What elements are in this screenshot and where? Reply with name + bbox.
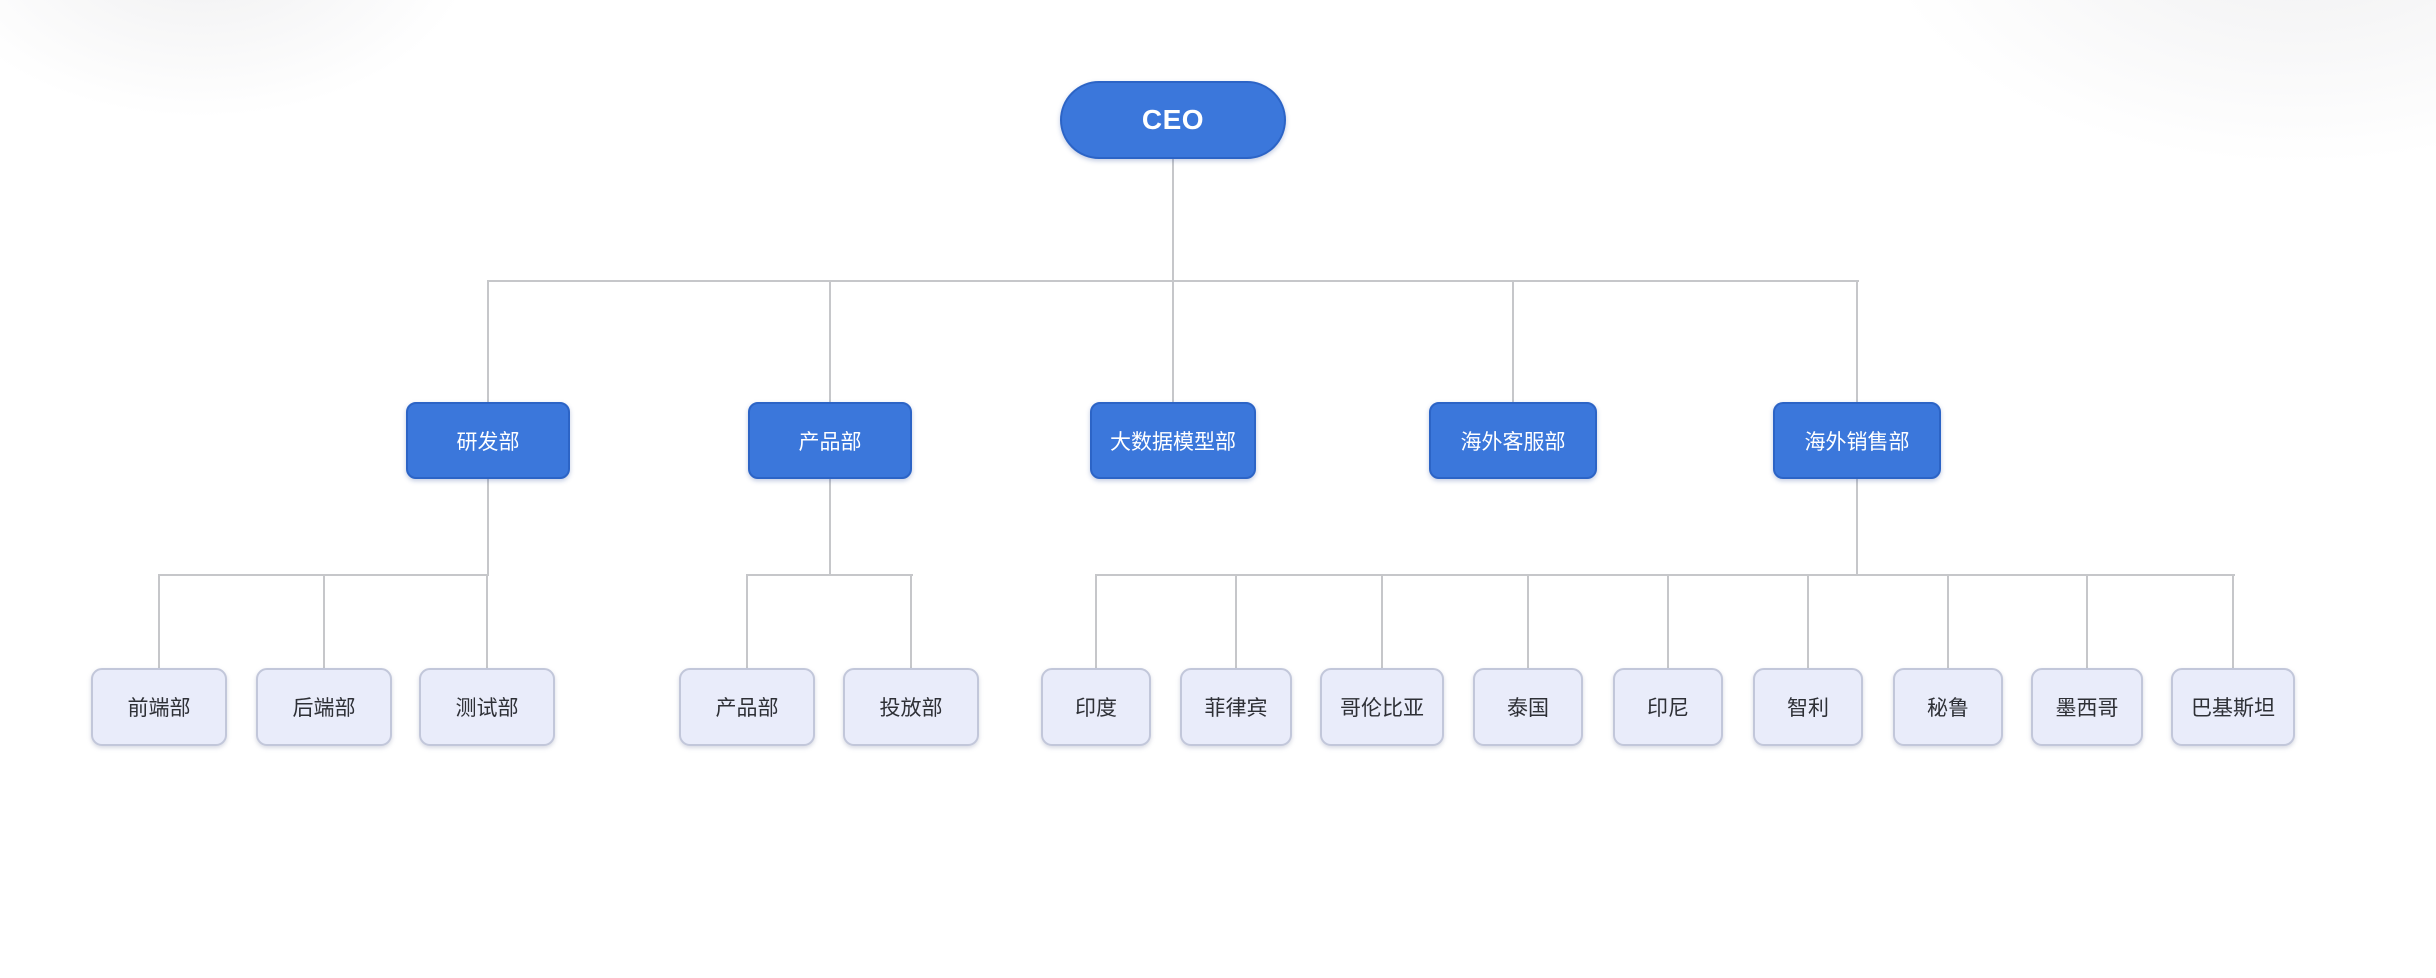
connector-line (158, 575, 160, 668)
connector-line (910, 575, 912, 668)
connector-line (1172, 281, 1174, 402)
dept-node-overseas-sales[interactable]: 海外销售部 (1773, 402, 1941, 479)
team-node-backend[interactable]: 后端部 (256, 668, 392, 746)
connector-line (487, 281, 489, 402)
corner-shade-top-right (1880, 0, 2436, 160)
dept-node-bigdata-model[interactable]: 大数据模型部 (1090, 402, 1256, 479)
connector-line (1381, 575, 1383, 668)
region-node-chile[interactable]: 智利 (1753, 668, 1863, 746)
connector-line (1527, 575, 1529, 668)
team-node-ad-delivery[interactable]: 投放部 (843, 668, 979, 746)
connector-line (829, 479, 831, 575)
region-node-pakistan[interactable]: 巴基斯坦 (2171, 668, 2295, 746)
connector-line (486, 575, 488, 668)
connector-line (1856, 281, 1858, 402)
connector-line (323, 575, 325, 668)
connector-line (746, 575, 748, 668)
connector-line (2232, 575, 2234, 668)
connector-line (1667, 575, 1669, 668)
team-node-product[interactable]: 产品部 (679, 668, 815, 746)
region-node-thailand[interactable]: 泰国 (1473, 668, 1583, 746)
team-node-testing[interactable]: 测试部 (419, 668, 555, 746)
dept-node-overseas-support[interactable]: 海外客服部 (1429, 402, 1597, 479)
region-node-peru[interactable]: 秘鲁 (1893, 668, 2003, 746)
corner-shade-top-left (0, 0, 480, 120)
connector-line (487, 479, 489, 575)
region-node-colombia[interactable]: 哥伦比亚 (1320, 668, 1444, 746)
ceo-node[interactable]: CEO (1060, 81, 1286, 159)
team-node-frontend[interactable]: 前端部 (91, 668, 227, 746)
dept-node-rnd[interactable]: 研发部 (406, 402, 570, 479)
connector-line (829, 281, 831, 402)
connector-line (1095, 574, 2235, 576)
connector-line (1947, 575, 1949, 668)
connector-line (1172, 159, 1174, 281)
region-node-india[interactable]: 印度 (1041, 668, 1151, 746)
region-node-indonesia[interactable]: 印尼 (1613, 668, 1723, 746)
dept-node-product[interactable]: 产品部 (748, 402, 912, 479)
connector-line (2086, 575, 2088, 668)
connector-line (746, 574, 913, 576)
connector-line (1512, 281, 1514, 402)
region-node-philippines[interactable]: 菲律宾 (1180, 668, 1292, 746)
region-node-mexico[interactable]: 墨西哥 (2031, 668, 2143, 746)
connector-line (1095, 575, 1097, 668)
connector-line (1235, 575, 1237, 668)
connector-line (1856, 479, 1858, 575)
connector-line (1807, 575, 1809, 668)
